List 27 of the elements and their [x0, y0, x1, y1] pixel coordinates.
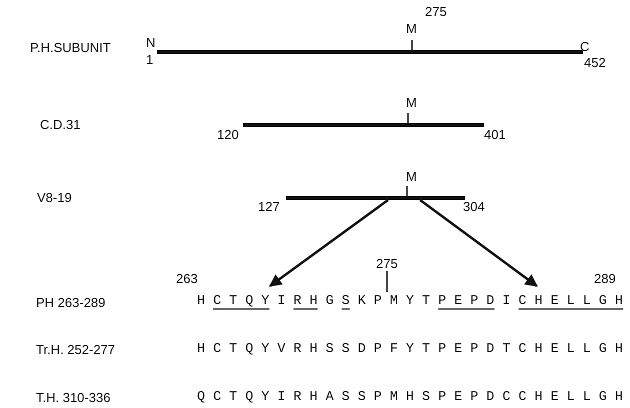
sequence-text: H C T Q Y I R H G S K P M Y T P E P D I C H E L L G H	[197, 295, 624, 308]
label: N	[146, 36, 156, 49]
label: 289	[594, 272, 616, 285]
label: 120	[217, 128, 239, 141]
sequence-text: Q C T Q Y I R H A S S P M H S P E P D C C H E L L G H	[197, 391, 623, 404]
label: C	[580, 40, 590, 53]
label: P.H.SUBUNIT	[30, 41, 111, 54]
label: PH 263-289	[36, 296, 106, 309]
label: M	[406, 22, 417, 35]
label: 275	[425, 5, 447, 18]
label: 304	[463, 200, 485, 213]
label: 263	[176, 272, 198, 285]
label: 1	[146, 53, 154, 66]
label: M	[406, 96, 417, 109]
label: 127	[258, 200, 280, 213]
label: 275	[376, 257, 398, 270]
label: T.H. 310-336	[36, 391, 110, 404]
label: V8-19	[37, 191, 72, 204]
arrow	[269, 199, 389, 288]
arrow	[419, 199, 538, 287]
label: C.D.31	[40, 118, 80, 131]
label: 452	[584, 56, 606, 69]
label: 401	[484, 128, 506, 141]
label: M	[406, 170, 417, 183]
sequence-text: H C T Q Y V R H S S D P F Y T P E P D T C H E L L G H	[197, 343, 623, 356]
fragment-bar	[286, 196, 465, 200]
label: Tr.H. 252-277	[36, 343, 116, 356]
